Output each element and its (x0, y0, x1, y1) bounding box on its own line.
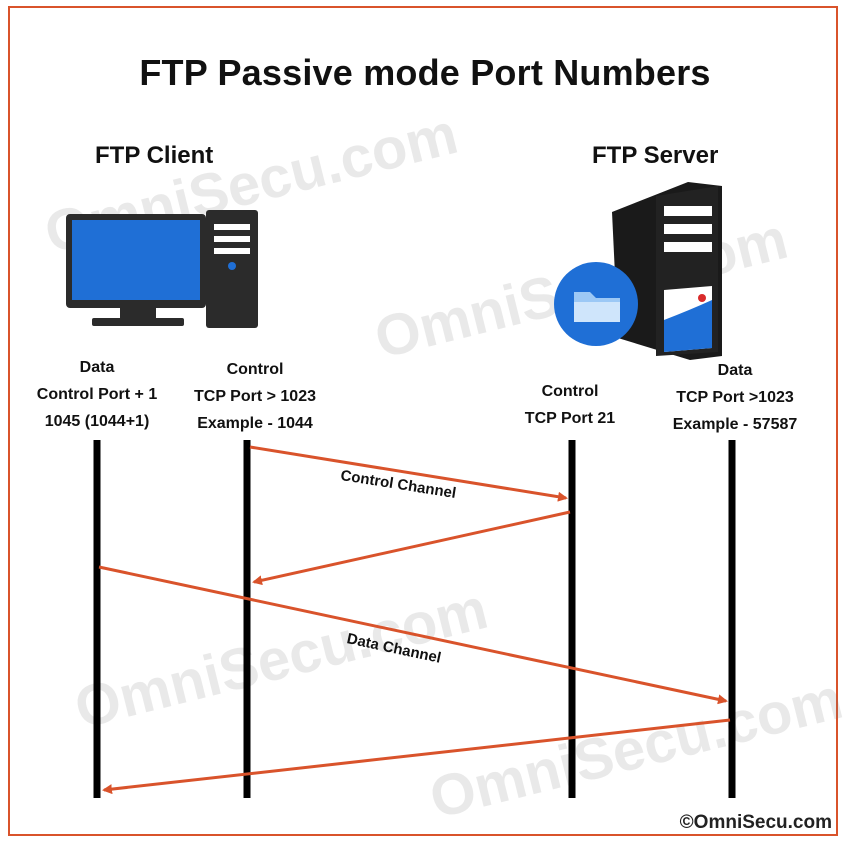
label-line: Control (541, 383, 599, 400)
label-line: Control (226, 361, 284, 378)
server-data-port-label: Data TCP Port >1023 Example - 57587 (655, 357, 815, 438)
arrow-data-server-to-client (102, 718, 731, 795)
label-line: 1045 (1044+1) (44, 413, 150, 430)
label-line: Control Port + 1 (36, 386, 158, 403)
client-computer-icon (66, 210, 258, 328)
client-heading: FTP Client (95, 142, 214, 169)
label-line: TCP Port >1023 (676, 389, 794, 406)
server-control-port-label: Control TCP Port 21 (490, 378, 650, 432)
client-data-port-label: Data Control Port + 1 1045 (1044+1) (12, 354, 182, 435)
label-line: Example - 1044 (197, 415, 313, 432)
arrow-control-client-to-server (249, 445, 568, 502)
copyright-notice: ©OmniSecu.com (679, 812, 832, 833)
server-heading: FTP Server (592, 142, 719, 169)
page-title: FTP Passive mode Port Numbers (139, 52, 711, 93)
diagram-frame (8, 6, 838, 836)
label-line: Data (79, 359, 115, 376)
arrow-control-server-to-client (252, 510, 571, 586)
label-line: Example - 57587 (672, 416, 798, 433)
client-control-port-label: Control TCP Port > 1023 Example - 1044 (170, 356, 340, 437)
label-line: Data (717, 362, 753, 379)
server-icon (554, 182, 722, 360)
arrow-data-client-to-server (98, 565, 728, 705)
label-line: TCP Port 21 (524, 410, 616, 427)
label-line: TCP Port > 1023 (194, 388, 316, 405)
